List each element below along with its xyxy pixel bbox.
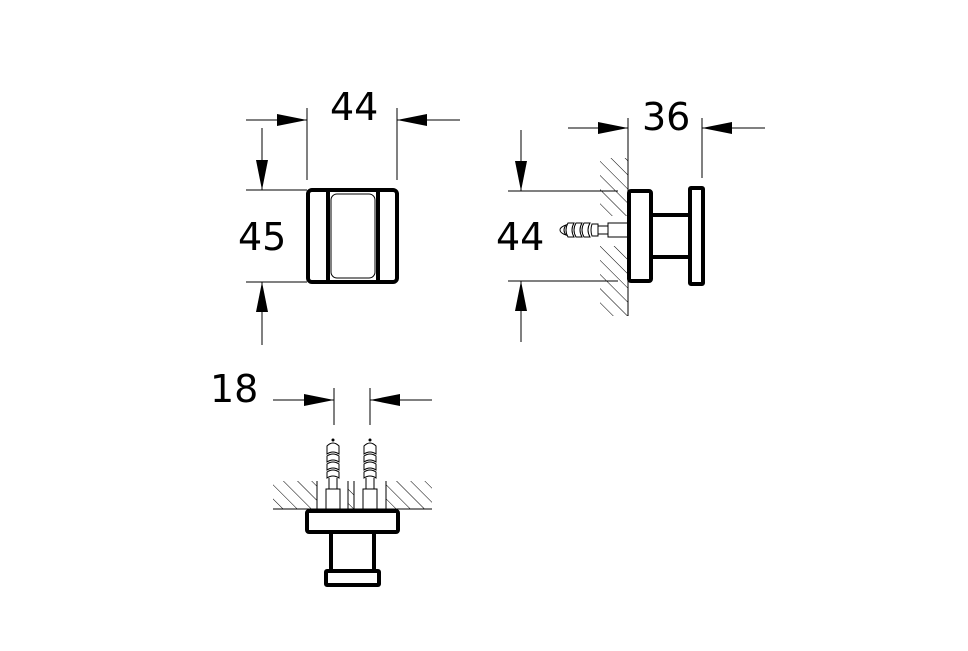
wall-anchor-left — [325, 438, 341, 510]
depth-label: 36 — [642, 95, 690, 139]
bottom-view: 18 — [210, 367, 432, 587]
depth-dimension: 36 — [568, 95, 765, 178]
arrow-right-icon — [598, 122, 628, 134]
arrow-left-icon — [397, 114, 427, 126]
front-view: 44 45 — [238, 85, 460, 345]
bottom-wall-section — [273, 481, 432, 510]
wall-section — [600, 156, 629, 316]
height-label: 45 — [238, 215, 286, 259]
wall-anchor-right — [362, 438, 378, 510]
arrow-down-icon — [515, 161, 527, 191]
height-dimension: 45 — [238, 128, 307, 345]
hook-bottom-outline — [305, 509, 400, 587]
arrow-left-icon — [702, 122, 732, 134]
side-height-dimension: 44 — [496, 130, 618, 342]
wall-anchor — [559, 222, 629, 238]
side-height-label: 44 — [496, 215, 544, 259]
side-view: 36 44 — [496, 95, 765, 342]
width-dimension: 44 — [246, 85, 460, 180]
arrow-right-icon — [304, 394, 334, 406]
width-label: 44 — [330, 85, 378, 129]
hook-front-outline — [306, 188, 399, 284]
arrow-up-icon — [515, 281, 527, 311]
arrow-left-icon — [370, 394, 400, 406]
arrow-right-icon — [277, 114, 307, 126]
spacing-label: 18 — [210, 367, 258, 411]
arrow-up-icon — [256, 282, 268, 312]
arrow-down-icon — [256, 160, 268, 190]
hook-side-outline — [627, 186, 705, 286]
screw-spacing-dimension: 18 — [210, 367, 432, 425]
